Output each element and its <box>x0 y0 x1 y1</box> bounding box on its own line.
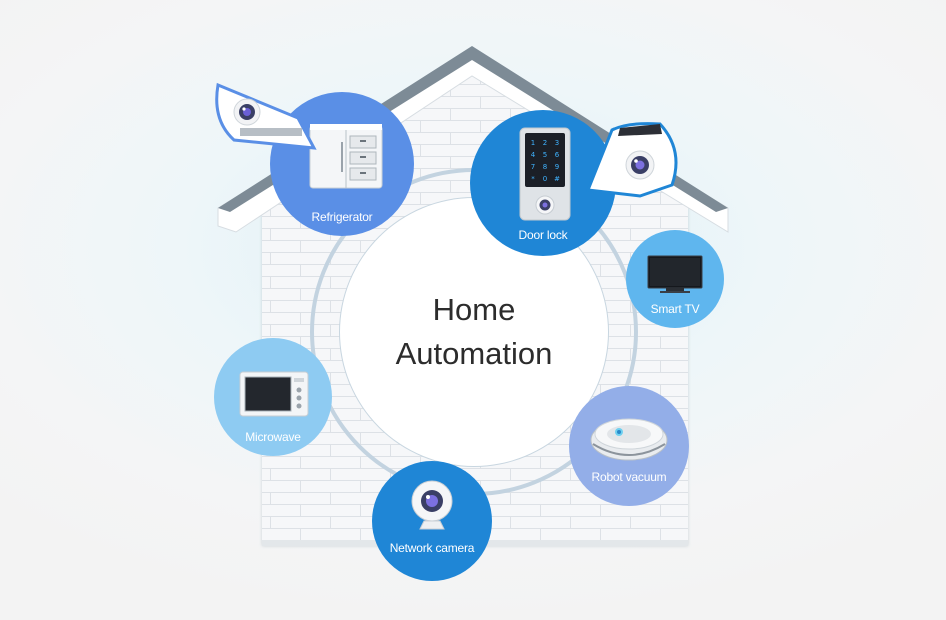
keypad-key: 4 <box>531 151 536 159</box>
door-lock-label: Door lock <box>518 228 568 242</box>
smart-tv-label: Smart TV <box>650 302 700 316</box>
robot-vacuum-icon <box>590 418 668 461</box>
tv-icon <box>647 255 703 293</box>
device-refrigerator[interactable]: Refrigerator <box>270 92 414 236</box>
title-line-1: Home <box>432 292 516 327</box>
microwave-icon <box>239 371 309 417</box>
network-camera-label: Network camera <box>389 541 475 555</box>
keypad-key: 8 <box>543 163 547 171</box>
keypad-key: 9 <box>555 163 559 171</box>
keypad-key: * <box>531 175 535 183</box>
keypad-key: # <box>554 175 560 183</box>
device-network-camera[interactable]: Network camera <box>372 461 492 581</box>
device-smart-tv[interactable]: Smart TV <box>626 230 724 328</box>
device-robot-vacuum[interactable]: Robot vacuum <box>569 386 689 506</box>
keypad-key: 5 <box>543 151 547 159</box>
keypad-key: 0 <box>543 175 547 183</box>
keypad-key: 1 <box>531 139 535 147</box>
keypad-key: 3 <box>555 139 559 147</box>
keypad-key: 6 <box>555 151 560 159</box>
robot-vacuum-label: Robot vacuum <box>591 470 667 484</box>
keypad-key: 2 <box>543 139 547 147</box>
microwave-label: Microwave <box>245 430 301 444</box>
webcam-icon <box>411 480 453 530</box>
keypad-key: 7 <box>531 163 535 171</box>
title-line-2: Automation <box>395 336 553 371</box>
fridge-icon <box>309 124 383 189</box>
device-microwave[interactable]: Microwave <box>214 338 332 456</box>
refrigerator-label: Refrigerator <box>311 210 373 224</box>
